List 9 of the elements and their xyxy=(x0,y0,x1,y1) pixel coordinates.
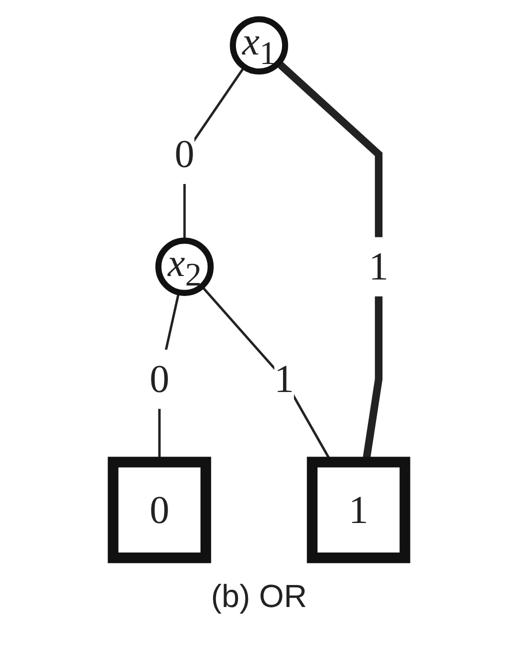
edge-label: 1 xyxy=(274,357,294,402)
node-box: 0 xyxy=(108,456,212,564)
edge-label: 0 xyxy=(174,132,194,176)
edge-label: 1 xyxy=(368,244,389,289)
edge-label: 0 xyxy=(150,357,170,402)
caption: (b) OR xyxy=(211,578,307,615)
node-circle: x$_{2}$ xyxy=(155,238,214,296)
node-circle: x$_{1}$ xyxy=(230,16,288,75)
node-box: 1 xyxy=(306,456,410,564)
